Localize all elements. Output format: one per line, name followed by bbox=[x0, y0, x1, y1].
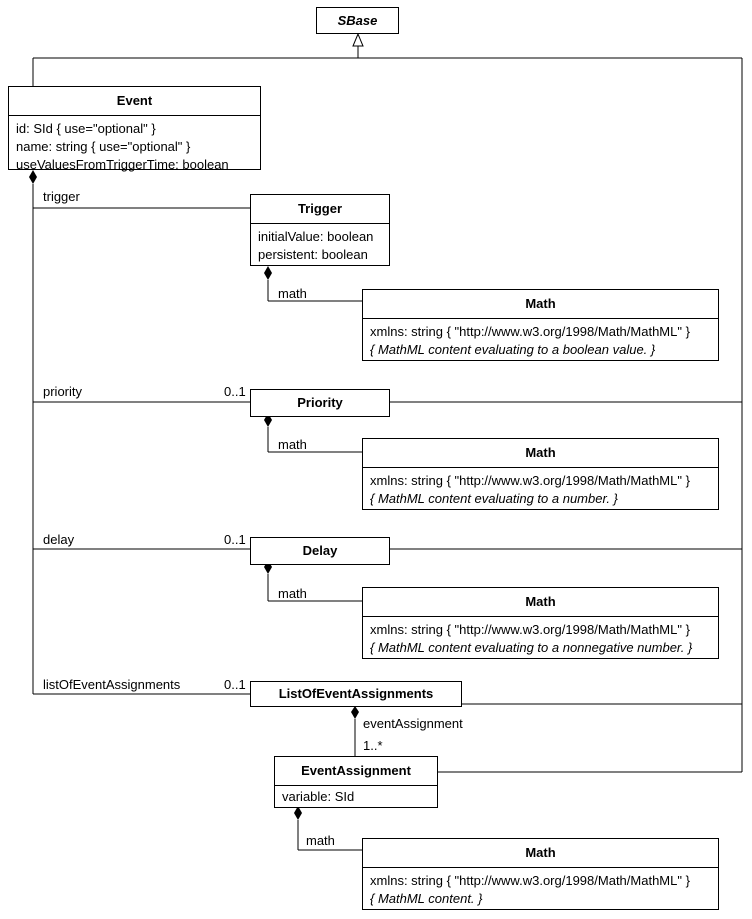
event-class-name: Event bbox=[116, 93, 153, 108]
delay-role-label: delay bbox=[43, 532, 75, 547]
listofeventassignments-role-label: listOfEventAssignments bbox=[43, 677, 181, 692]
eventassignment-math-attributes: xmlns: string { "http://www.w3.org/1998/… bbox=[363, 867, 718, 911]
event-attr-usevalues: useValuesFromTriggerTime: boolean bbox=[16, 157, 229, 172]
eventassignment-composition-diamond-icon bbox=[294, 806, 302, 820]
event-attr-name: name: string { use="optional" } bbox=[16, 139, 191, 154]
priority-math-content: { MathML content evaluating to a number.… bbox=[370, 491, 618, 506]
delay-math-class-name: Math bbox=[525, 594, 556, 609]
event-attr-id: id: SId { use="optional" } bbox=[16, 121, 156, 136]
listofeventassignments-composition-diamond-icon bbox=[351, 706, 359, 719]
trigger-attributes: initialValue: boolean persistent: boolea… bbox=[251, 223, 389, 267]
priority-multiplicity: 0..1 bbox=[224, 384, 246, 399]
eventassignment-math-content: { MathML content. } bbox=[370, 891, 483, 906]
eventassignment-class-box: EventAssignment variable: SId bbox=[274, 756, 438, 808]
eventassignment-multiplicity: 1..* bbox=[363, 738, 383, 753]
sbase-class-box: SBase bbox=[316, 7, 399, 34]
inheritance-triangle-icon bbox=[352, 32, 364, 47]
trigger-attr-persistent: persistent: boolean bbox=[258, 247, 368, 262]
event-class-box: Event id: SId { use="optional" } name: s… bbox=[8, 86, 261, 172]
trigger-math-role-label: math bbox=[278, 286, 307, 301]
delay-math-class-box: Math xmlns: string { "http://www.w3.org/… bbox=[362, 587, 719, 659]
trigger-math-content: { MathML content evaluating to a boolean… bbox=[370, 342, 656, 357]
delay-math-attributes: xmlns: string { "http://www.w3.org/1998/… bbox=[363, 616, 718, 660]
priority-class-box: Priority bbox=[250, 389, 390, 417]
eventassignment-attr-variable: variable: SId bbox=[282, 789, 355, 804]
sbase-class-name: SBase bbox=[337, 13, 378, 28]
trigger-math-class-box: Math xmlns: string { "http://www.w3.org/… bbox=[362, 289, 719, 361]
trigger-math-class-name: Math bbox=[525, 296, 556, 311]
delay-class-name: Delay bbox=[302, 543, 338, 558]
eventassignment-class-name: EventAssignment bbox=[301, 763, 411, 778]
trigger-role-label: trigger bbox=[43, 189, 80, 204]
delay-multiplicity: 0..1 bbox=[224, 532, 246, 547]
trigger-class-name: Trigger bbox=[297, 201, 343, 216]
priority-math-attributes: xmlns: string { "http://www.w3.org/1998/… bbox=[363, 467, 718, 511]
listofeventassignments-multiplicity: 0..1 bbox=[224, 677, 246, 692]
delay-math-xmlns: xmlns: string { "http://www.w3.org/1998/… bbox=[370, 622, 690, 637]
delay-class-box: Delay bbox=[250, 537, 390, 565]
eventassignment-math-xmlns: xmlns: string { "http://www.w3.org/1998/… bbox=[370, 873, 690, 888]
priority-class-name: Priority bbox=[297, 395, 343, 410]
eventassignment-math-class-name: Math bbox=[525, 845, 556, 860]
event-composition-diamond-icon bbox=[29, 170, 37, 184]
eventassignment-math-role-label: math bbox=[306, 833, 335, 848]
trigger-attr-initialvalue: initialValue: boolean bbox=[258, 229, 374, 244]
eventassignment-role-label: eventAssignment bbox=[363, 716, 463, 731]
trigger-math-xmlns: xmlns: string { "http://www.w3.org/1998/… bbox=[370, 324, 690, 339]
eventassignment-attributes: variable: SId bbox=[275, 785, 437, 809]
trigger-math-attributes: xmlns: string { "http://www.w3.org/1998/… bbox=[363, 318, 718, 362]
trigger-composition-diamond-icon bbox=[264, 266, 272, 280]
listofeventassignments-class-name: ListOfEventAssignments bbox=[278, 686, 434, 701]
priority-math-class-box: Math xmlns: string { "http://www.w3.org/… bbox=[362, 438, 719, 510]
priority-math-role-label: math bbox=[278, 437, 307, 452]
trigger-class-box: Trigger initialValue: boolean persistent… bbox=[250, 194, 390, 266]
priority-role-label: priority bbox=[43, 384, 83, 399]
priority-math-xmlns: xmlns: string { "http://www.w3.org/1998/… bbox=[370, 473, 690, 488]
delay-math-content: { MathML content evaluating to a nonnega… bbox=[370, 640, 693, 655]
delay-math-role-label: math bbox=[278, 586, 307, 601]
priority-math-class-name: Math bbox=[525, 445, 556, 460]
listofeventassignments-class-box: ListOfEventAssignments bbox=[250, 681, 462, 707]
event-attributes: id: SId { use="optional" } name: string … bbox=[9, 115, 260, 177]
eventassignment-math-class-box: Math xmlns: string { "http://www.w3.org/… bbox=[362, 838, 719, 910]
